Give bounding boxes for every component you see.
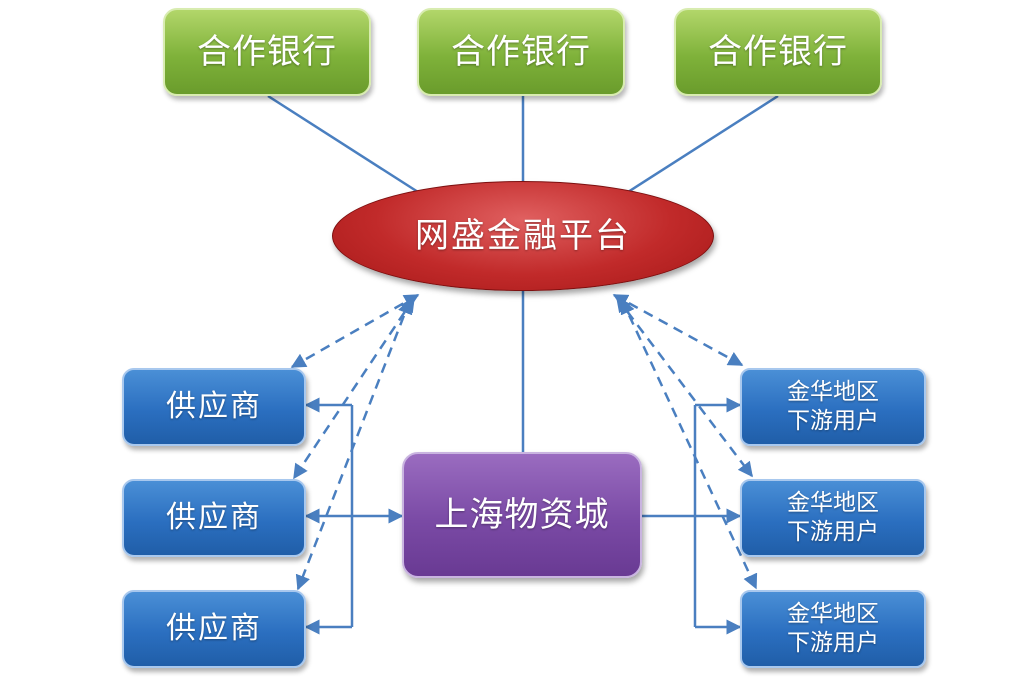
downstream-user-node-2: 金华地区下游用户	[740, 479, 926, 557]
partner-bank-label: 合作银行	[708, 31, 848, 72]
supplier-label: 供应商	[166, 389, 262, 425]
downstream-user-region: 金华地区	[787, 601, 879, 628]
platform-supplier-dashed-link	[295, 298, 413, 591]
downstream-user-type: 下游用户	[787, 408, 879, 434]
finance-platform-node: 网盛金融平台	[332, 181, 714, 291]
bank-platform-link	[267, 94, 419, 194]
supplier-node-2: 供应商	[122, 479, 306, 557]
platform-user-dashed-link	[620, 298, 758, 590]
supplier-node-1: 供应商	[122, 368, 306, 446]
platform-supplier-dashed-link	[290, 293, 420, 369]
bank-platform-link	[627, 94, 779, 194]
supplier-label: 供应商	[166, 611, 262, 647]
downstream-user-type: 下游用户	[787, 630, 879, 656]
downstream-user-node-1: 金华地区下游用户	[740, 368, 926, 446]
downstream-user-region: 金华地区	[787, 379, 879, 406]
supplier-node-3: 供应商	[122, 590, 306, 668]
finance-platform-label: 网盛金融平台	[415, 215, 631, 256]
partner-bank-label: 合作银行	[197, 31, 337, 72]
platform-supplier-dashed-link	[292, 296, 416, 480]
platform-user-dashed-link	[616, 296, 753, 478]
materials-marketplace-node: 上海物资城	[402, 452, 642, 578]
platform-user-dashed-link	[612, 293, 744, 367]
downstream-user-type: 下游用户	[787, 519, 879, 545]
partner-bank-2: 合作银行	[417, 8, 625, 96]
supplier-label: 供应商	[166, 500, 262, 536]
partner-bank-3: 合作银行	[674, 8, 882, 96]
downstream-user-region: 金华地区	[787, 490, 879, 517]
partner-bank-label: 合作银行	[451, 31, 591, 72]
downstream-user-node-3: 金华地区下游用户	[740, 590, 926, 668]
partner-bank-1: 合作银行	[163, 8, 371, 96]
materials-marketplace-label: 上海物资城	[434, 494, 610, 535]
